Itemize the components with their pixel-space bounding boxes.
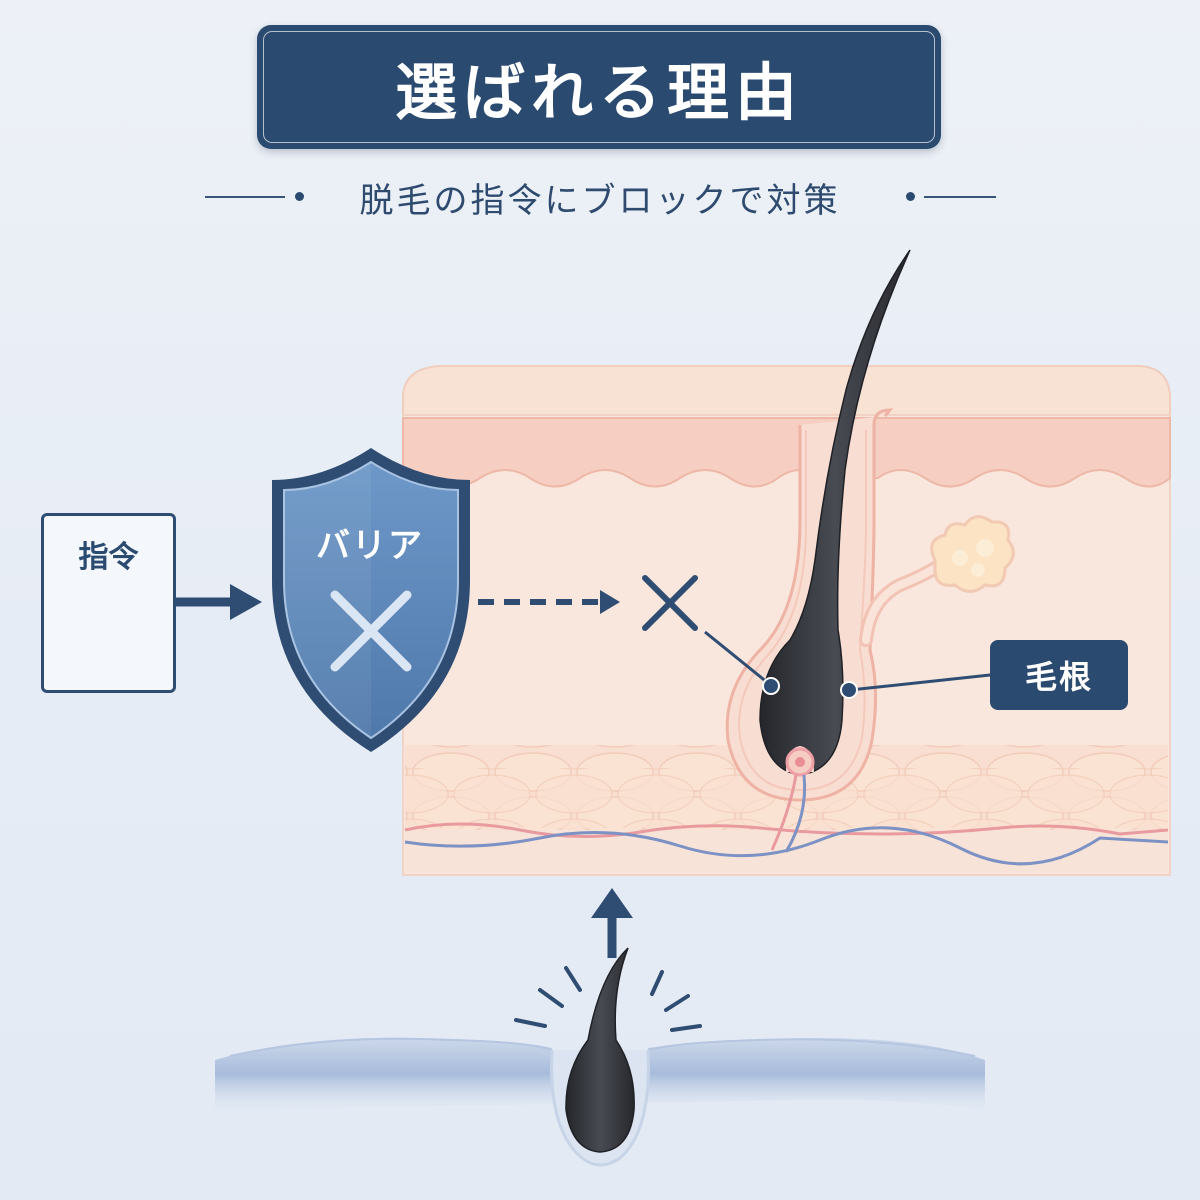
blocked-signal-arrow <box>478 590 620 614</box>
skin-surface-hair <box>215 947 985 1167</box>
growth-up-arrow <box>591 888 633 958</box>
command-label: 指令 <box>78 540 139 575</box>
title-banner: 選ばれる理由 <box>257 25 941 149</box>
subtitle-row: 脱毛の指令にブロックで対策 <box>200 172 1000 222</box>
blocked-cross-icon <box>642 575 698 631</box>
hair-follicle <box>725 249 1015 853</box>
command-to-shield-arrow <box>176 584 262 620</box>
command-box: 指令 <box>41 513 176 693</box>
sprout-burst-lines <box>514 966 702 1032</box>
subtitle: 脱毛の指令にブロックで対策 <box>359 180 841 221</box>
subtitle-line-left <box>205 196 285 198</box>
subtitle-line-right <box>924 196 996 198</box>
hair-root-label: 毛根 <box>990 640 1128 710</box>
subtitle-dot-right <box>906 192 915 201</box>
shield-icon <box>272 448 470 752</box>
cross-icon <box>330 590 412 672</box>
page-title: 選ばれる理由 <box>394 56 803 129</box>
subtitle-dot-left <box>295 192 304 201</box>
hair-root-leaders <box>704 630 991 699</box>
barrier-label: バリア <box>316 526 424 566</box>
